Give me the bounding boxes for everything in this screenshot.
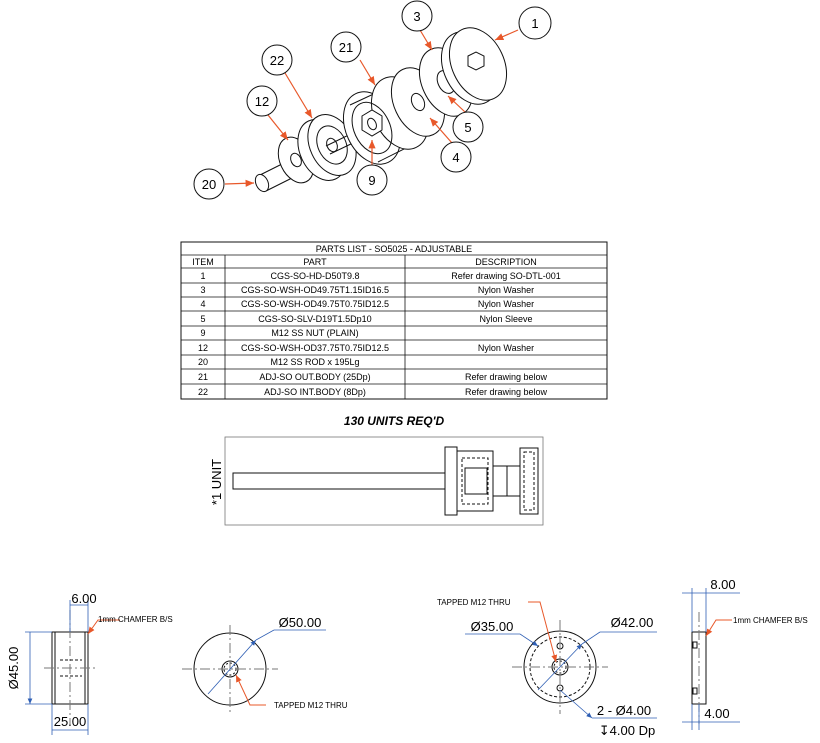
svg-text:9: 9 — [200, 328, 205, 338]
svg-text:ADJ-SO OUT.BODY (25Dp): ADJ-SO OUT.BODY (25Dp) — [259, 372, 370, 382]
svg-text:5: 5 — [464, 120, 471, 135]
balloon-3: 3 — [401, 0, 433, 32]
balloon-5: 5 — [452, 111, 484, 143]
svg-text:CGS-SO-SLV-D19T1.5Dp10: CGS-SO-SLV-D19T1.5Dp10 — [258, 314, 371, 324]
svg-text:4: 4 — [452, 150, 459, 165]
svg-text:12: 12 — [255, 94, 269, 109]
table-row: 5 CGS-SO-SLV-D19T1.5Dp10 Nylon Sleeve — [200, 314, 532, 324]
parts-list-table: PARTS LIST - SO5025 - ADJUSTABLE ITEM PA… — [180, 241, 608, 400]
svg-text:9: 9 — [368, 173, 375, 188]
holes-dimension: 2 - Ø4.00 — [597, 703, 651, 718]
svg-text:21: 21 — [339, 40, 353, 55]
balloons: 1 3 21 22 12 5 4 9 — [193, 0, 552, 200]
outer-body-front-view: Ø50.00 TAPPED M12 THRU — [182, 615, 348, 713]
svg-text:3: 3 — [200, 285, 205, 295]
svg-text:Nylon Washer: Nylon Washer — [478, 285, 534, 295]
balloon-12: 12 — [246, 85, 278, 117]
unit-label: *1 UNIT — [209, 459, 224, 505]
table-row: 12 CGS-SO-WSH-OD37.75T0.75ID12.5 Nylon W… — [198, 343, 534, 353]
svg-text:ADJ-SO INT.BODY (8Dp): ADJ-SO INT.BODY (8Dp) — [264, 387, 366, 397]
balloon-20: 20 — [193, 168, 225, 200]
svg-text:Nylon Sleeve: Nylon Sleeve — [479, 314, 532, 324]
header-description: DESCRIPTION — [475, 257, 537, 267]
balloon-4: 4 — [440, 141, 472, 173]
side-view-assembly: *1 UNIT — [209, 436, 544, 526]
svg-text:Nylon Washer: Nylon Washer — [478, 299, 534, 309]
svg-text:21: 21 — [198, 372, 208, 382]
parts-list-title: PARTS LIST - SO5025 - ADJUSTABLE — [316, 244, 472, 254]
svg-text:CGS-SO-WSH-OD49.75T0.75ID12.5: CGS-SO-WSH-OD49.75T0.75ID12.5 — [241, 299, 389, 309]
svg-text:Nylon Washer: Nylon Washer — [478, 343, 534, 353]
svg-text:M12 SS NUT (PLAIN): M12 SS NUT (PLAIN) — [271, 328, 358, 338]
inner-chamfer-note: 1mm CHAMFER B/S — [733, 616, 808, 625]
svg-text:CGS-SO-HD-D50T9.8: CGS-SO-HD-D50T9.8 — [270, 271, 359, 281]
svg-text:Refer drawing below: Refer drawing below — [465, 387, 548, 397]
svg-text:CGS-SO-WSH-OD49.75T1.15ID16.5: CGS-SO-WSH-OD49.75T1.15ID16.5 — [241, 285, 389, 295]
depth-dimension: 25.00 — [54, 714, 87, 729]
svg-text:Refer drawing SO-DTL-001: Refer drawing SO-DTL-001 — [451, 271, 561, 281]
inner-diameter-dimension: Ø35.00 — [471, 619, 514, 634]
inner-body-front-view: TAPPED M12 THRU Ø35.00 Ø42.00 2 - Ø4.00 … — [437, 598, 657, 738]
inner-body-side-view: 8.00 4.00 1mm CHAMFER B/S — [682, 577, 808, 730]
front-diameter-dimension: Ø50.00 — [279, 615, 322, 630]
balloon-9: 9 — [356, 164, 388, 196]
table-row: 21 ADJ-SO OUT.BODY (25Dp) Refer drawing … — [198, 372, 548, 382]
outer-body-side-view: 6.00 Ø45.00 25.00 1mm CHAMFER B/S — [6, 591, 173, 735]
svg-text:5: 5 — [200, 314, 205, 324]
units-required-label: 130 UNITS REQ'D — [344, 414, 445, 428]
inner-depth-dimension: 4.00 — [704, 706, 729, 721]
svg-text:22: 22 — [198, 387, 208, 397]
svg-text:1: 1 — [531, 16, 538, 31]
svg-text:22: 22 — [270, 53, 284, 68]
width-dimension: 6.00 — [71, 591, 96, 606]
table-row: 1 CGS-SO-HD-D50T9.8 Refer drawing SO-DTL… — [200, 271, 560, 281]
balloon-1: 1 — [518, 6, 552, 40]
table-row: 9 M12 SS NUT (PLAIN) — [200, 328, 358, 338]
header-part: PART — [303, 257, 327, 267]
holes-depth-dimension: ↧4.00 Dp — [599, 723, 655, 738]
inner-width-dimension: 8.00 — [710, 577, 735, 592]
header-item: ITEM — [192, 257, 214, 267]
chamfer-note: 1mm CHAMFER B/S — [98, 615, 173, 624]
table-row: 4 CGS-SO-WSH-OD49.75T0.75ID12.5 Nylon Wa… — [200, 299, 534, 309]
svg-text:20: 20 — [198, 357, 208, 367]
svg-text:12: 12 — [198, 343, 208, 353]
svg-text:CGS-SO-WSH-OD37.75T0.75ID12.5: CGS-SO-WSH-OD37.75T0.75ID12.5 — [241, 343, 389, 353]
balloon-21: 21 — [330, 31, 362, 63]
svg-text:3: 3 — [413, 9, 420, 24]
table-row: 20 M12 SS ROD x 195Lg — [198, 357, 360, 367]
tapped-note: TAPPED M12 THRU — [274, 701, 348, 710]
balloon-22: 22 — [261, 44, 293, 76]
svg-text:M12 SS ROD x 195Lg: M12 SS ROD x 195Lg — [270, 357, 359, 367]
exploded-assembly-view — [254, 27, 508, 193]
svg-text:Refer drawing below: Refer drawing below — [465, 372, 548, 382]
svg-text:1: 1 — [200, 271, 205, 281]
outer-diameter-dimension: Ø42.00 — [611, 615, 654, 630]
svg-text:4: 4 — [200, 299, 205, 309]
table-row: 22 ADJ-SO INT.BODY (8Dp) Refer drawing b… — [198, 387, 548, 397]
balloon-leaders — [224, 29, 519, 187]
diameter-dimension: Ø45.00 — [6, 647, 21, 690]
inner-tapped-note: TAPPED M12 THRU — [437, 598, 511, 607]
svg-text:20: 20 — [202, 177, 216, 192]
table-row: 3 CGS-SO-WSH-OD49.75T1.15ID16.5 Nylon Wa… — [200, 285, 534, 295]
